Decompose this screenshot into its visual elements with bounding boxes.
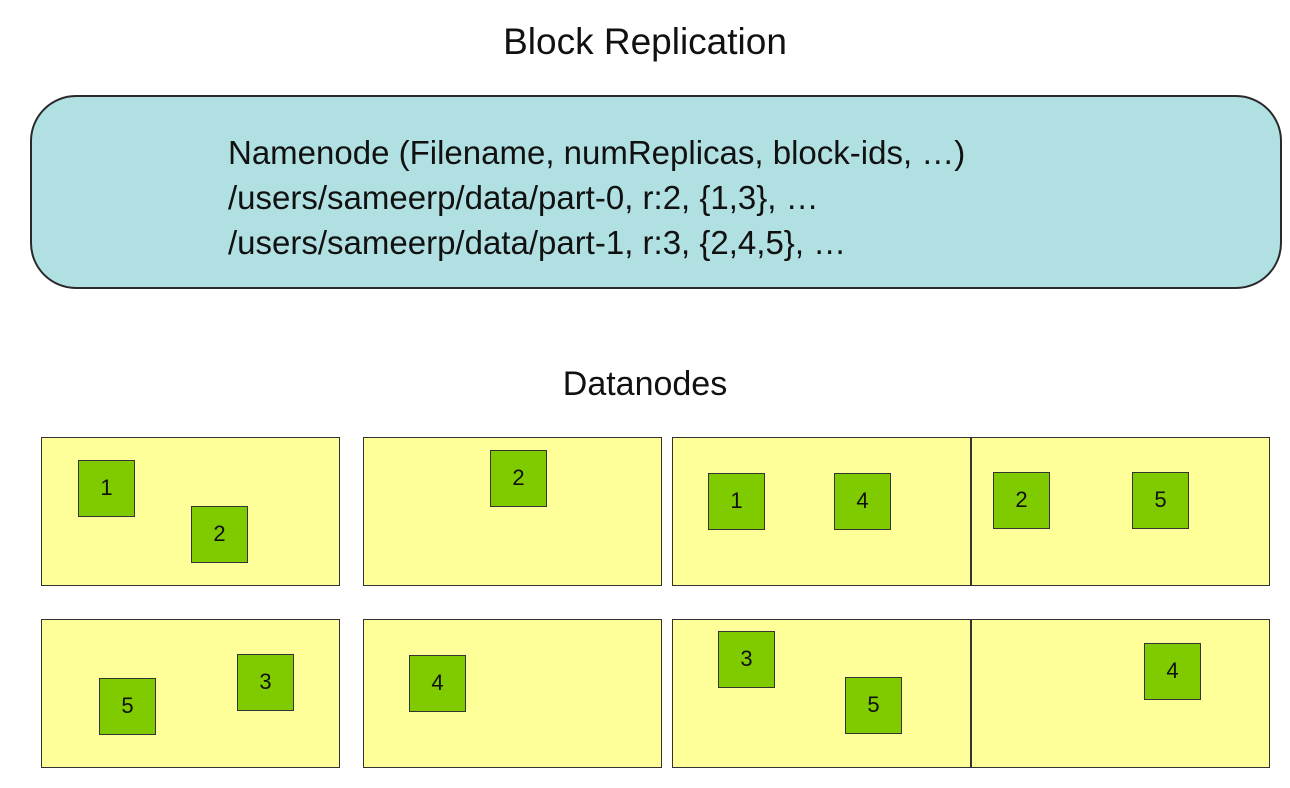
block-replica: 4 [1144, 643, 1201, 700]
datanode-8: 4 [971, 619, 1270, 768]
block-replica: 2 [490, 450, 547, 507]
block-replica: 5 [1132, 472, 1189, 529]
datanode-6: 4 [363, 619, 662, 768]
datanodes-label: Datanodes [562, 365, 728, 403]
block-replica: 1 [708, 473, 765, 530]
datanode-1: 1 2 [41, 437, 340, 586]
block-replica: 3 [718, 631, 775, 688]
block-replica: 4 [409, 655, 466, 712]
block-replica: 5 [845, 677, 902, 734]
datanode-5: 5 3 [41, 619, 340, 768]
namenode-text: Namenode (Filename, numReplicas, block-i… [228, 130, 965, 265]
block-replica: 4 [834, 473, 891, 530]
block-replica: 5 [99, 678, 156, 735]
block-replica: 3 [237, 654, 294, 711]
datanode-3: 1 4 [672, 437, 971, 586]
datanode-2: 2 [363, 437, 662, 586]
namenode-file-part-0: /users/sameerp/data/part-0, r:2, {1,3}, … [228, 179, 819, 216]
namenode-file-part-1: /users/sameerp/data/part-1, r:3, {2,4,5}… [228, 224, 847, 261]
namenode-header-line: Namenode (Filename, numReplicas, block-i… [228, 134, 966, 171]
datanode-4: 2 5 [971, 437, 1270, 586]
block-replica: 2 [191, 506, 248, 563]
diagram-title: Block Replication [503, 21, 787, 62]
block-replica: 2 [993, 472, 1050, 529]
block-replica: 1 [78, 460, 135, 517]
namenode-box [30, 95, 1282, 289]
datanode-7: 3 5 [672, 619, 971, 768]
